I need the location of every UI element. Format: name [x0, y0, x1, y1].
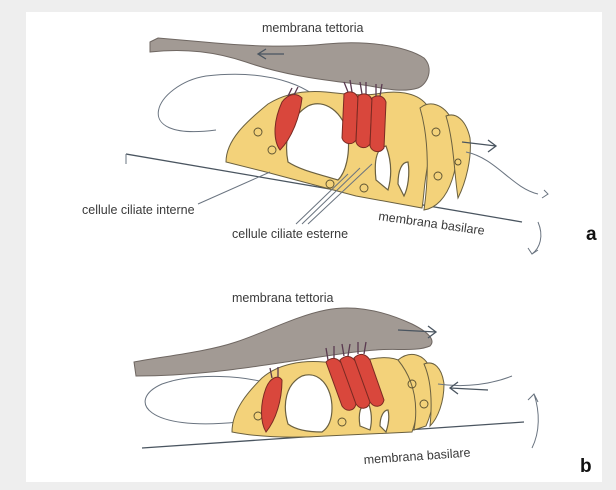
panel-a: membrana tettoria cellule ciliate intern…	[82, 21, 597, 254]
inner-cells-label-a: cellule ciliate interne	[82, 203, 195, 217]
tectorial-label-a: membrana tettoria	[262, 21, 363, 35]
panel-letter-a: a	[586, 224, 597, 245]
tectorial-label-b: membrana tettoria	[232, 291, 333, 305]
panel-letter-b: b	[580, 456, 592, 477]
cochlea-diagram: membrana tettoria cellule ciliate intern…	[26, 12, 602, 482]
outer-hair-cells-a	[342, 80, 386, 152]
basilar-label-b: membrana basilare	[363, 446, 471, 467]
tunnel-of-corti-b	[285, 375, 332, 432]
panel-b: membrana tettoria membrana basilare b	[134, 291, 592, 477]
outer-cells-label-a: cellule ciliate esterne	[232, 227, 348, 241]
figure-frame: membrana tettoria cellule ciliate intern…	[26, 12, 602, 482]
